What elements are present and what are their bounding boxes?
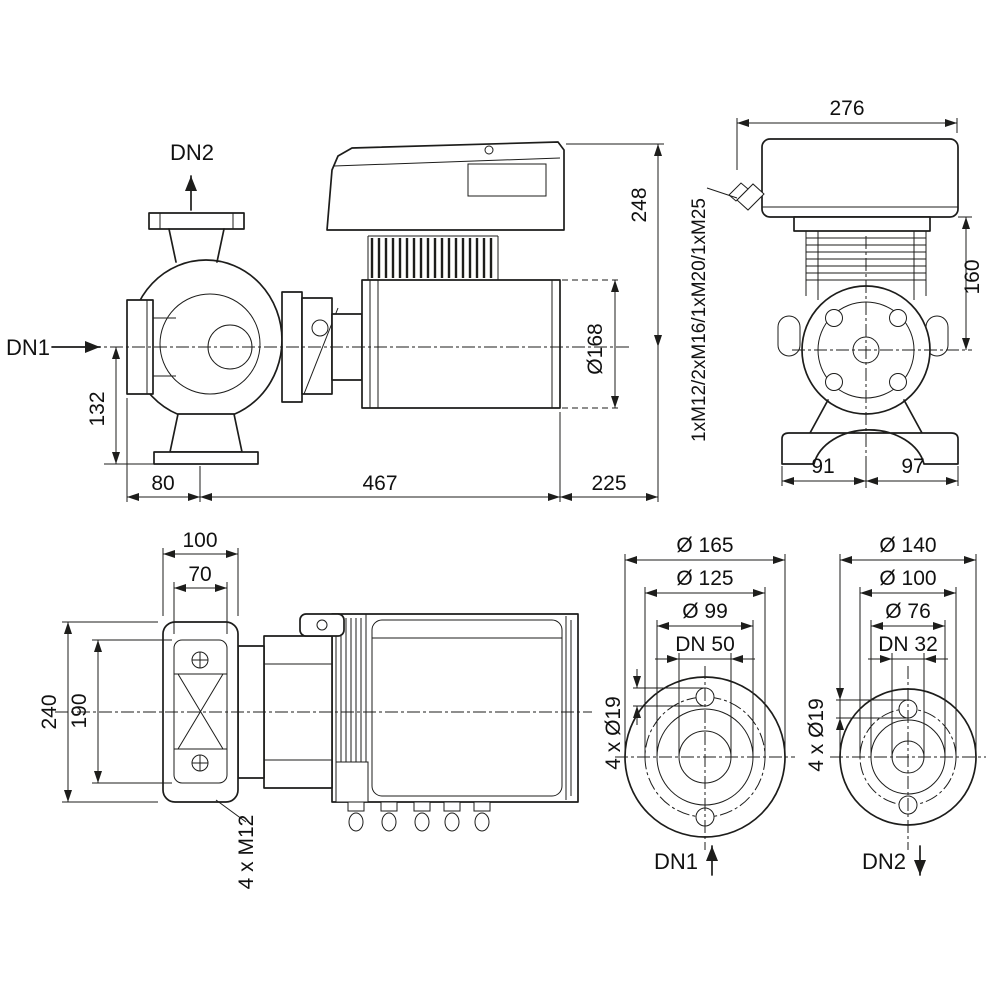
dim-225-label: 225 [591, 472, 626, 495]
cable-glands-bottom [347, 801, 491, 832]
dim-168: Ø168 [562, 279, 622, 409]
dim-190-label: 190 [68, 693, 91, 728]
flange-top [162, 621, 239, 803]
dn2-flange-port-label: DN2 [862, 849, 906, 874]
dn2-hole-label: 4 x Ø19 [805, 698, 828, 772]
dim-240: 240 [38, 621, 158, 803]
dn2-nominal-label: DN 32 [878, 633, 938, 656]
dn2-face-label: Ø 76 [885, 600, 931, 623]
electronics-box [761, 138, 959, 218]
top-view: 100 70 240 190 4 x M12 [38, 529, 592, 889]
cable-gland-label: 1xM12/2xM16/1xM20/1xM25 [689, 198, 710, 442]
dn1-hole-label: 4 x Ø19 [602, 696, 625, 770]
dn2-hole-dim: 4 x Ø19 [805, 681, 908, 772]
dn1-port-label: DN1 [6, 335, 50, 360]
dim-70-label: 70 [188, 563, 211, 586]
casing-top [237, 613, 345, 789]
left-lug [777, 315, 801, 357]
base-arch [781, 429, 959, 465]
dn1-bolt-circle-label: Ø 125 [676, 567, 733, 590]
pump-foot [169, 413, 243, 453]
dim-91-97: 91 97 [781, 455, 959, 486]
dim-97-label: 97 [901, 455, 924, 478]
dn2-diameter-dims: Ø 140 Ø 100 Ø 76 DN 32 [839, 534, 977, 757]
pump-volute [126, 212, 283, 465]
dn2-outer-label: Ø 140 [879, 534, 936, 557]
motor-top [331, 613, 579, 803]
base-supports [809, 399, 923, 434]
dn1-outer-label: Ø 165 [676, 534, 733, 557]
dn1-hole-dim: 4 x Ø19 [602, 669, 705, 770]
front-view: 276 160 91 97 1xM12/2xM16/1xM20/1xM25 [689, 97, 984, 488]
display-plate [467, 163, 547, 197]
dn2-bolt-circle-label: Ø 100 [879, 567, 936, 590]
dim-132: 132 [86, 347, 154, 465]
mounting-plate [793, 216, 931, 232]
gland-leader [706, 187, 738, 199]
dn1-flange-port-label: DN1 [654, 849, 698, 874]
cooling-fins [367, 235, 499, 280]
flange-dn2-view: Ø 140 Ø 100 Ø 76 DN 32 4 x Ø19 DN2 [805, 534, 986, 876]
flange-dn1-view: Ø 165 Ø 125 Ø 99 DN 50 4 x Ø19 DN1 [602, 534, 795, 876]
dn1-diameter-dims: Ø 165 Ø 125 Ø 99 DN 50 [624, 534, 786, 757]
dim-160-label: 160 [961, 259, 984, 294]
dim-160: 160 [958, 216, 984, 350]
dim-100-label: 100 [182, 529, 217, 552]
control-button [484, 145, 494, 155]
dim-276-label: 276 [829, 97, 864, 120]
dim-190: 190 [68, 639, 172, 784]
bolt-leader [215, 799, 247, 823]
dn1-nominal-label: DN 50 [675, 633, 735, 656]
dim-132-label: 132 [86, 391, 109, 426]
dim-248: 248 [566, 143, 664, 347]
dim-248-label: 248 [628, 187, 651, 222]
side-view: DN2 DN1 132 80 467 225 248 Ø1 [6, 140, 664, 502]
dim-91-label: 91 [811, 455, 834, 478]
terminal-box [335, 761, 369, 803]
dim-240-label: 240 [38, 694, 61, 729]
pump-base [153, 451, 259, 465]
dim-80-label: 80 [151, 472, 174, 495]
dim-168-label: Ø168 [584, 323, 607, 374]
dn1-face-label: Ø 99 [682, 600, 728, 623]
dim-100: 100 [162, 529, 239, 616]
bolt-label: 4 x M12 [235, 815, 258, 890]
dim-70: 70 [173, 563, 228, 634]
outlet-flange [148, 212, 245, 230]
dn2-port-label: DN2 [170, 140, 214, 165]
dim-276: 276 [736, 97, 958, 170]
cable-gland [728, 182, 765, 211]
lifting-lug [299, 613, 345, 637]
dim-467-label: 467 [362, 472, 397, 495]
dim-bottom-row: 80 467 225 [126, 347, 659, 502]
motor [361, 279, 561, 409]
electronics-module [326, 141, 565, 231]
